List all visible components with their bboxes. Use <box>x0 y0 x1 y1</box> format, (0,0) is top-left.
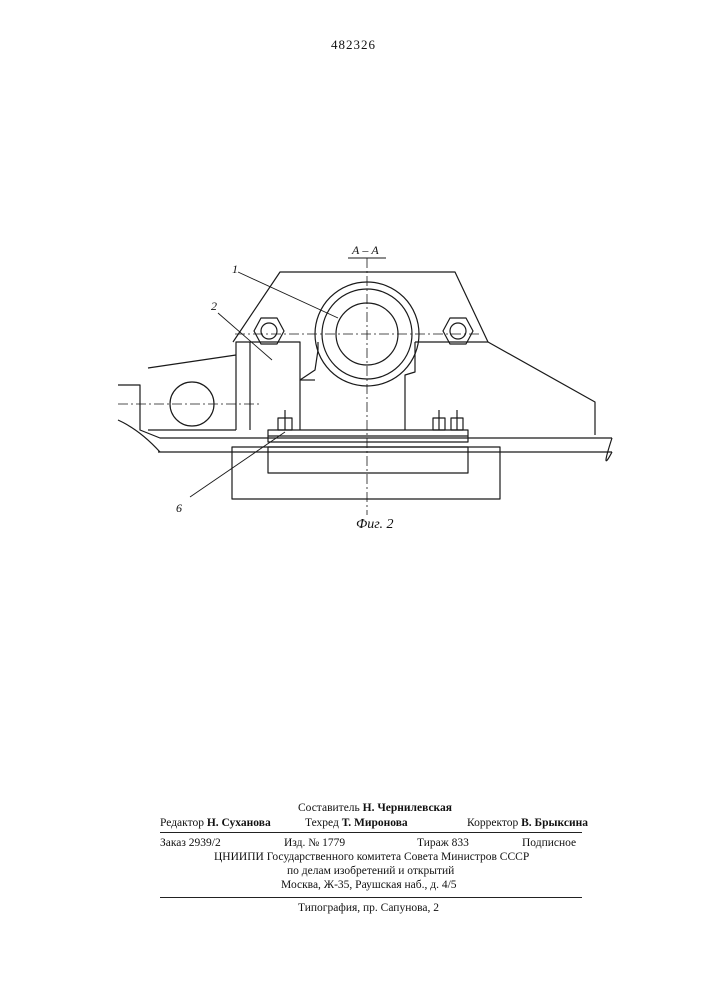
figure-caption: Фиг. 2 <box>356 517 394 532</box>
callout-6: 6 <box>176 501 182 515</box>
org-address: Москва, Ж-35, Раушская наб., д. 4/5 <box>281 879 457 891</box>
right-bolts <box>433 410 463 430</box>
foundation-inner <box>268 447 468 473</box>
leader-1 <box>238 272 338 318</box>
corrector-name: В. Брыксина <box>521 817 588 829</box>
right-break <box>606 438 612 461</box>
subscription: Подписное <box>522 837 576 849</box>
right-plate <box>415 342 595 435</box>
leader-6 <box>190 432 285 497</box>
right-nut <box>443 318 473 344</box>
techred-label: Техред <box>305 817 339 829</box>
editor-label: Редактор <box>160 817 204 829</box>
org-line-2: по делам изобретений и открытий <box>287 865 454 877</box>
compiler-line: Составитель Н. Чернилевская <box>298 802 452 814</box>
callout-2: 2 <box>211 299 217 313</box>
compiler-name: Н. Чернилевская <box>363 802 452 814</box>
editor-name: Н. Суханова <box>207 817 271 829</box>
section-label: А – А <box>351 243 379 257</box>
printer: Типография, пр. Сапунова, 2 <box>298 902 439 914</box>
order-number: Заказ 2939/2 <box>160 837 221 849</box>
left-roller <box>148 355 236 430</box>
left-nut <box>254 318 284 344</box>
techred-line: Техред Т. Миронова <box>305 817 408 829</box>
org-line-1: ЦНИИПИ Государственного комитета Совета … <box>214 851 529 863</box>
divider-top <box>160 832 582 833</box>
techred-name: Т. Миронова <box>342 817 408 829</box>
editor-line: Редактор Н. Суханова <box>160 817 271 829</box>
bracket-2 <box>236 342 318 430</box>
publication-number: Изд. № 1779 <box>284 837 345 849</box>
divider-bottom <box>160 897 582 898</box>
circulation: Тираж 833 <box>417 837 469 849</box>
corrector-label: Корректор <box>467 817 518 829</box>
patent-number: 482326 <box>0 37 707 53</box>
technical-drawing: А – А 1 2 6 Фиг. 2 <box>110 240 620 540</box>
left-bolt <box>278 410 292 430</box>
corrector-line: Корректор В. Брыксина <box>467 817 588 829</box>
compiler-label: Составитель <box>298 802 360 814</box>
callout-1: 1 <box>232 262 238 276</box>
